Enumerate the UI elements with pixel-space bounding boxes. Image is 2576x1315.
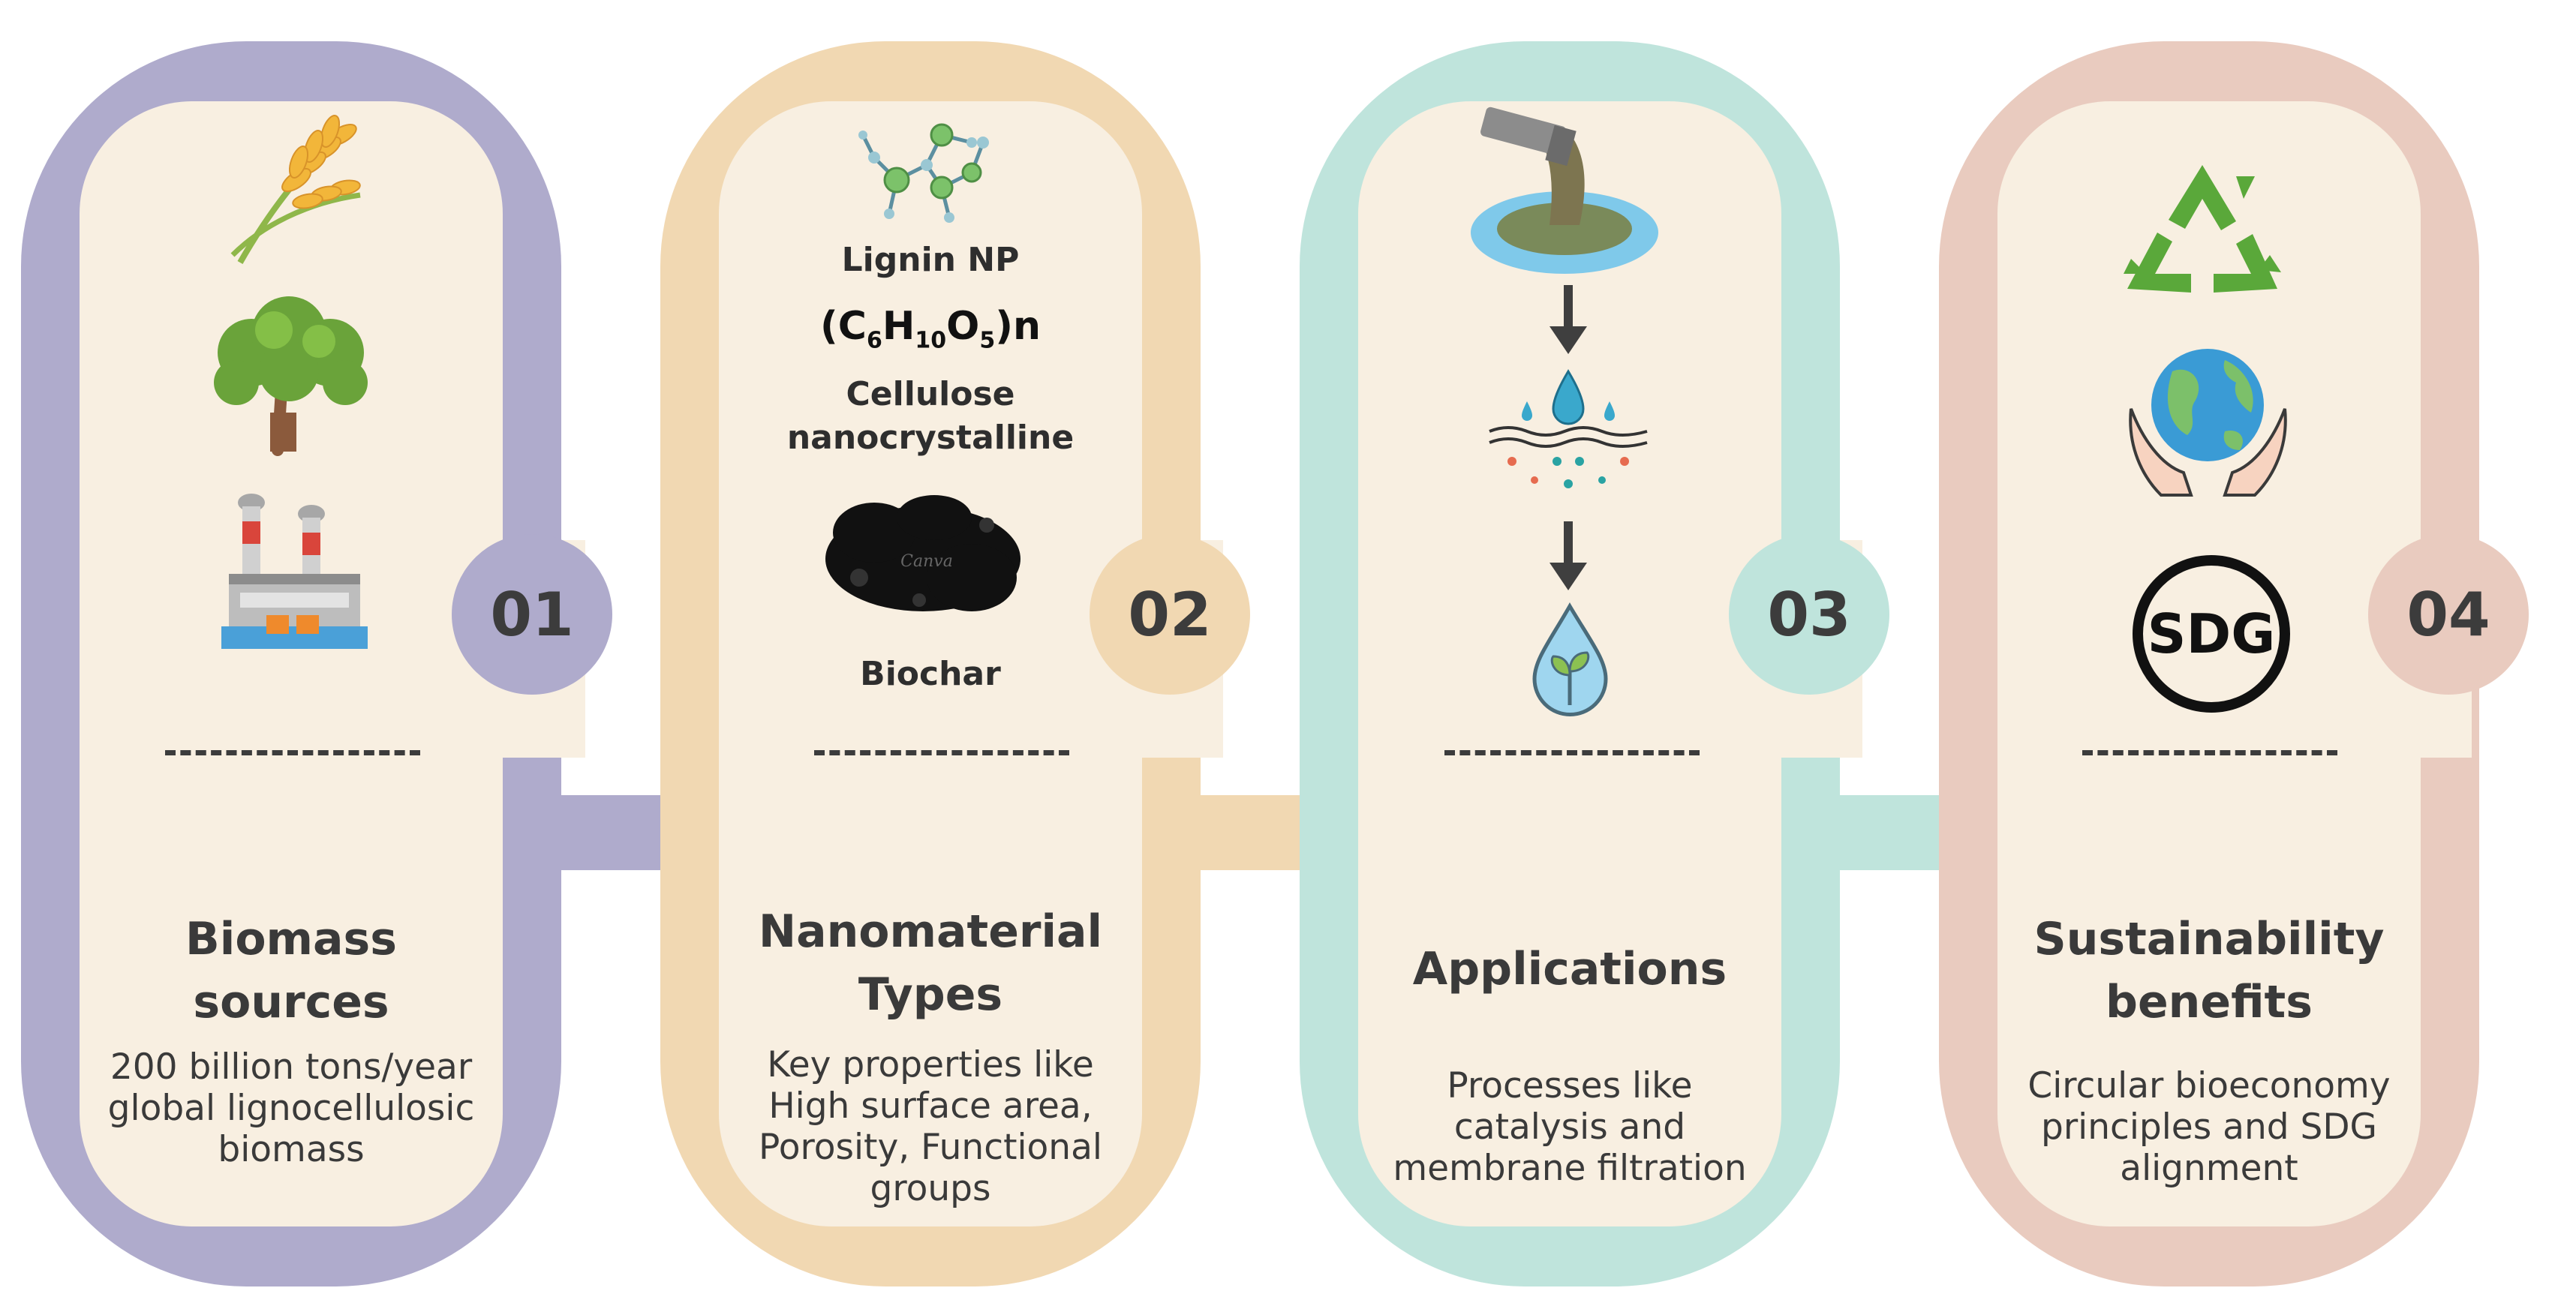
molecule-icon	[858, 123, 989, 223]
wheat-icon	[230, 115, 361, 264]
step-4-title: Sustainability benefits	[2033, 913, 2385, 1028]
step-1-number-badge: 01	[452, 534, 612, 695]
step-2-divider	[814, 750, 1069, 755]
tree-icon	[214, 296, 368, 456]
sdg-icon: SDG	[2133, 555, 2290, 713]
recycle-icon	[2124, 165, 2281, 293]
arrow-down-icon	[1550, 285, 1587, 354]
factory-icon	[221, 494, 368, 649]
biochar-watermark: Canva	[900, 552, 953, 571]
step-4-divider	[2082, 750, 2337, 755]
biochar-label: Biochar	[860, 655, 1001, 693]
step-3-applications: Applications Processes like catalysis an…	[1300, 41, 1889, 1286]
filtration-icon	[1489, 369, 1648, 488]
step-3-title: Applications	[1412, 943, 1727, 995]
cellulose-nanocrystalline-label: Cellulose nanocrystalline	[786, 375, 1075, 457]
step-3-description: Processes like catalysis and membrane fi…	[1393, 1065, 1747, 1189]
step-2-title: Nanomaterial Types	[758, 905, 1103, 1021]
globe-hands-icon	[2129, 349, 2287, 497]
step-4-number-badge: 04	[2368, 534, 2529, 695]
step-4-description: Circular bioeconomy principles and SDG a…	[2027, 1065, 2391, 1189]
biochar-icon: Canva	[825, 495, 1020, 611]
step-1-description: 200 billion tons/year global lignocellul…	[107, 1046, 475, 1170]
step-1-biomass-sources: Biomass sources 200 billion tons/year gl…	[0, 0, 645, 1315]
step-3-number-badge: 03	[1729, 534, 1889, 695]
clean-water-icon	[1532, 602, 1608, 716]
step-2-number-badge: 02	[1090, 534, 1250, 695]
wastewater-icon	[1471, 107, 1658, 274]
step-1-title: Biomass sources	[185, 913, 397, 1028]
step-2-nanomaterial-types: Lignin NP (C6H10O5)n Cellulose nanocryst…	[0, 0, 1276, 1315]
step-1-divider	[165, 750, 420, 755]
arrow-down-icon	[1550, 521, 1587, 590]
lignin-np-label: Lignin NP	[841, 241, 1020, 279]
step-3-divider	[1444, 750, 1700, 755]
step-2-description: Key properties like High surface area, P…	[759, 1044, 1102, 1209]
cellulose-formula: (C6H10O5)n	[820, 304, 1041, 354]
